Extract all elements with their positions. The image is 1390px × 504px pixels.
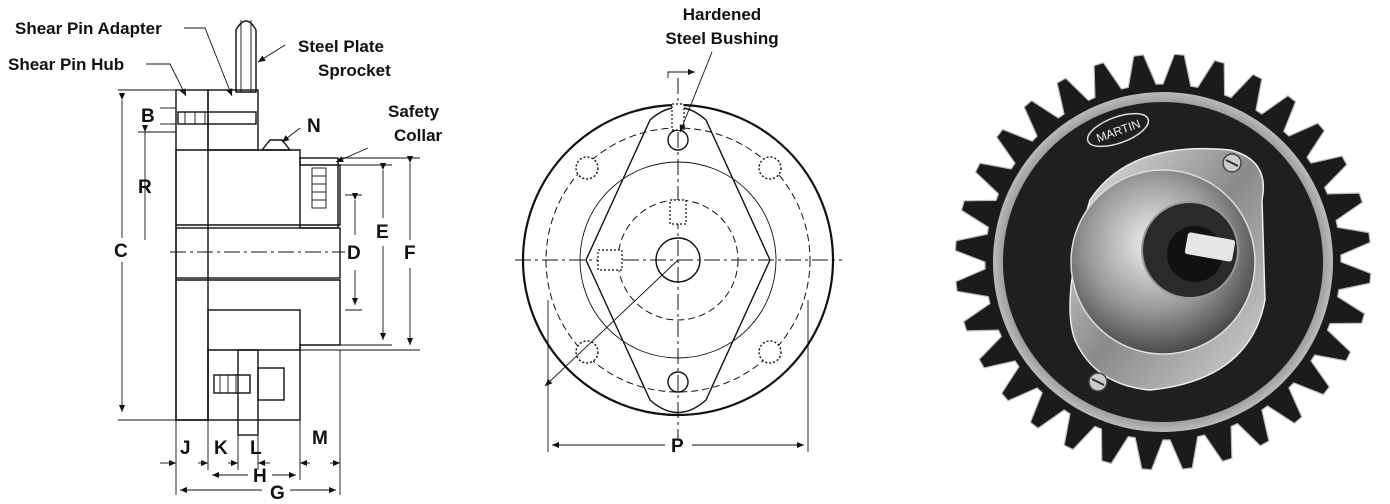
dim-label-b: B (141, 106, 155, 127)
callout-shear-pin-adapter: Shear Pin Adapter (15, 19, 162, 38)
shear-pin-hub-flange (175, 89, 209, 421)
grease-fitting (260, 139, 292, 151)
dim-label-d: D (347, 243, 361, 264)
bore (175, 227, 341, 279)
dim-label-n: N (307, 116, 321, 137)
dim-label-c: C (114, 241, 128, 262)
callout-hardened: Hardened (683, 5, 761, 24)
dim-label-j: J (180, 438, 191, 459)
dim-label-f: F (404, 243, 416, 264)
dim-label-l: L (250, 438, 262, 459)
safety-collar (299, 157, 339, 229)
callout-sprocket: Sprocket (318, 61, 391, 80)
shear-pin-adapter-top (207, 89, 259, 151)
front-view (515, 51, 842, 452)
bushing-bottom (667, 371, 689, 393)
dim-label-h: H (253, 466, 267, 487)
callout-collar: Collar (394, 126, 443, 145)
hub-body-top (175, 149, 341, 226)
dim-label-p: P (671, 436, 684, 457)
section-view (118, 20, 420, 495)
sprocket-photo: MARTIN (954, 53, 1372, 471)
callout-steel-bushing: Steel Bushing (665, 29, 778, 48)
key (1184, 232, 1236, 262)
shear-pin-adapter-bottom (207, 309, 301, 421)
flange-outline (585, 106, 771, 414)
callout-shear-pin-hub: Shear Pin Hub (8, 55, 124, 74)
dim-label-e: E (376, 222, 389, 243)
sprocket-tooth (235, 20, 257, 93)
shear-pin (177, 111, 257, 125)
dim-label-r: R (138, 177, 152, 198)
brand-logo (1086, 112, 1150, 148)
callout-steel-plate: Steel Plate (298, 37, 384, 56)
dim-label-m: M (312, 428, 328, 449)
dim-label-g: G (270, 483, 285, 504)
callout-safety: Safety (388, 102, 440, 121)
bottom-screw (213, 374, 251, 394)
dim-label-k: K (214, 438, 228, 459)
